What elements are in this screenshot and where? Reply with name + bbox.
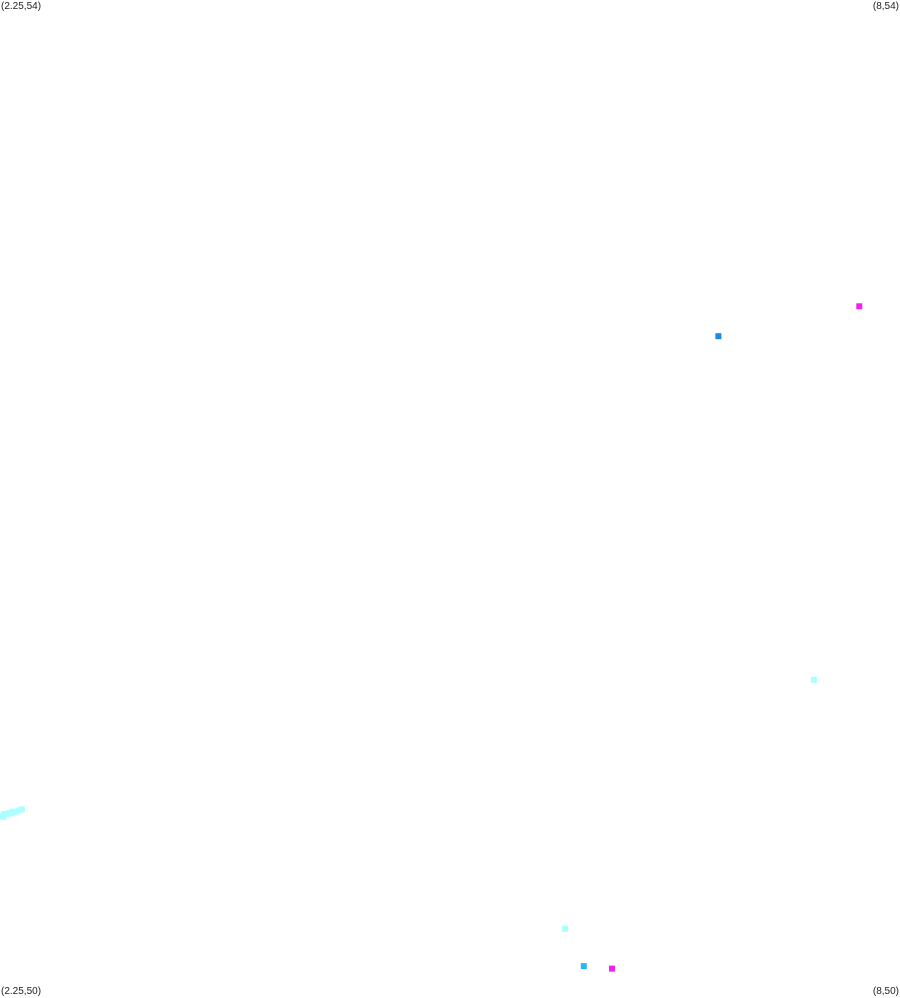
corner-label-top-right: (8,54) bbox=[872, 1, 899, 12]
scatter-point-s0-p13 bbox=[15, 807, 22, 814]
scatter-point-s0-p11 bbox=[9, 808, 16, 815]
scatter-marks bbox=[0, 303, 863, 972]
scatter-point-s0-p15 bbox=[810, 676, 817, 683]
corner-label-bottom-right: (8,50) bbox=[872, 986, 899, 997]
scatter-point-s3-p1 bbox=[609, 965, 615, 972]
scatter-point-s0-p12 bbox=[12, 808, 19, 815]
scatter-point-s3-p0 bbox=[856, 303, 863, 310]
scatter-point-s1-p0 bbox=[715, 333, 722, 340]
corner-label-bottom-left: (2.25,50) bbox=[1, 986, 42, 997]
scatter-point-s2-p0 bbox=[580, 963, 587, 970]
scatter-point-s0-p14 bbox=[18, 806, 25, 813]
scatter-point-s0-p16 bbox=[562, 925, 568, 932]
corner-label-top-left: (2.25,54) bbox=[1, 1, 42, 12]
